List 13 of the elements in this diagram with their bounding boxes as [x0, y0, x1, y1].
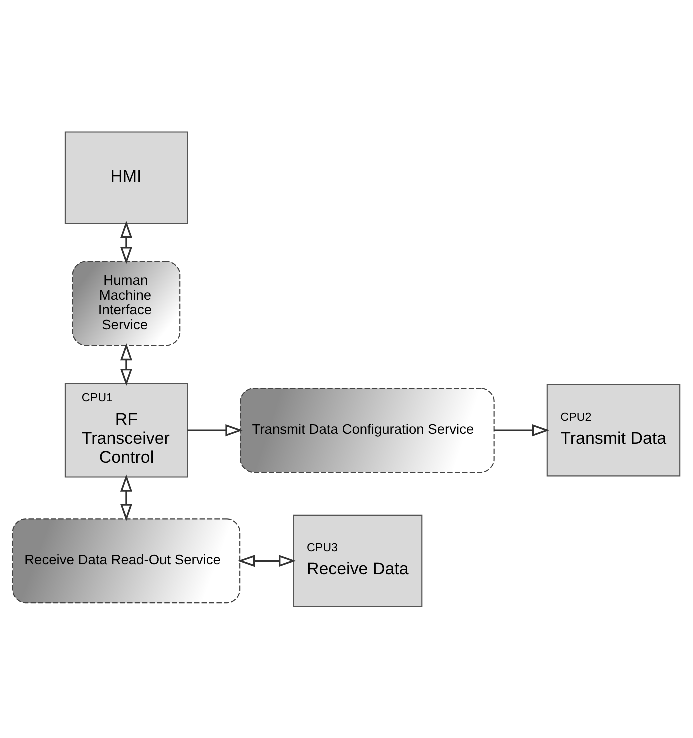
arrow — [120, 474, 133, 521]
node-box: Receive Data Read-Out Service — [12, 518, 241, 604]
node-box: Transmit Data Configuration Service — [240, 388, 495, 472]
node-box: Human Machine Interface Service — [72, 260, 181, 346]
arrow — [120, 220, 133, 264]
arrow — [238, 554, 296, 567]
node-box: HMI — [64, 131, 188, 224]
arrow — [120, 342, 133, 386]
node-box: CPU3 Receive Data — [293, 514, 423, 607]
arrow — [188, 424, 243, 436]
arrow — [494, 424, 550, 436]
node-box: CPU2 Transmit Data — [546, 384, 681, 476]
node-box: CPU1 RF Transceiver Control — [64, 382, 188, 478]
